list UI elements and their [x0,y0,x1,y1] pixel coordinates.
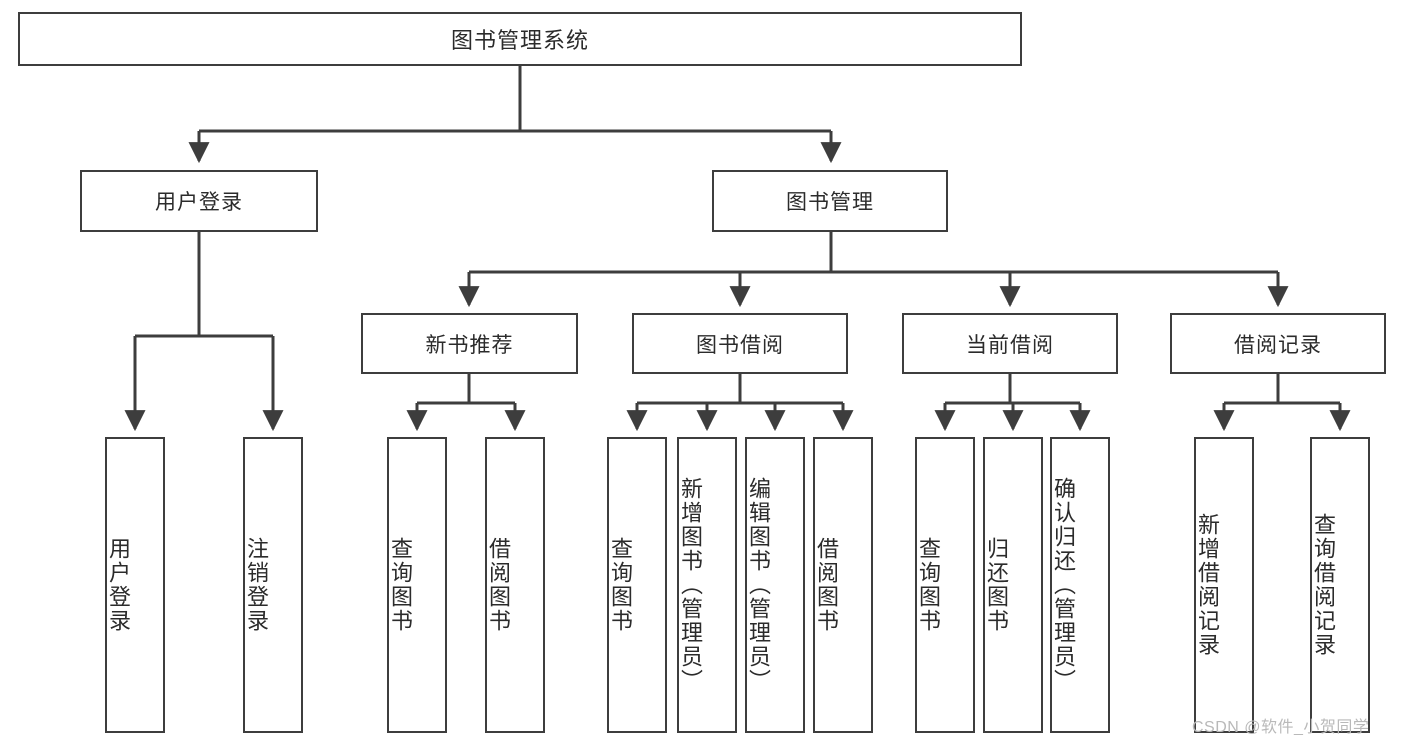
leaf-query-book-current[interactable]: 查询图书 [915,437,975,733]
node-book-borrow-label: 图书借阅 [696,333,784,357]
node-book-borrow[interactable]: 图书借阅 [632,313,848,374]
node-book-management-label: 图书管理 [786,191,874,214]
node-current-borrow[interactable]: 当前借阅 [902,313,1118,374]
leaf-borrow-book-recommend[interactable]: 借阅图书 [485,437,545,733]
node-borrow-records[interactable]: 借阅记录 [1170,313,1386,374]
leaf-borrow-book-recommend-label: 借阅图书 [486,537,511,633]
leaf-return-book[interactable]: 归还图书 [983,437,1043,733]
leaf-return-book-label: 归还图书 [984,537,1009,633]
node-user-login[interactable]: 用户登录 [80,170,318,232]
leaf-add-borrow-record-label: 新增借阅记录 [1195,513,1220,657]
leaf-edit-book-label: 编辑图书（管理员） [746,477,771,693]
leaf-add-book[interactable]: 新增图书（管理员） [677,437,737,733]
node-root-system[interactable]: 图书管理系统 [18,12,1022,66]
node-new-book-recommend[interactable]: 新书推荐 [361,313,578,374]
csdn-watermark: CSDN @软件_小贺同学 [1192,719,1370,736]
node-current-borrow-label: 当前借阅 [966,333,1054,357]
leaf-logout[interactable]: 注销登录 [243,437,303,733]
node-root-label: 图书管理系统 [450,28,589,53]
leaf-query-book-current-label: 查询图书 [916,537,941,633]
node-borrow-records-label: 借阅记录 [1234,333,1322,357]
leaf-user-login-label: 用户登录 [106,537,131,633]
node-book-management[interactable]: 图书管理 [712,170,948,232]
leaf-add-book-label: 新增图书（管理员） [678,477,703,693]
leaf-confirm-return[interactable]: 确认归还（管理员） [1050,437,1110,733]
leaf-query-book-borrow-label: 查询图书 [608,537,633,633]
leaf-borrow-book-label: 借阅图书 [814,537,839,633]
leaf-borrow-book[interactable]: 借阅图书 [813,437,873,733]
leaf-query-borrow-record-label: 查询借阅记录 [1311,513,1336,657]
leaf-logout-label: 注销登录 [244,537,269,633]
leaf-add-borrow-record[interactable]: 新增借阅记录 [1194,437,1254,733]
leaf-query-book-recommend[interactable]: 查询图书 [387,437,447,733]
leaf-confirm-return-label: 确认归还（管理员） [1051,477,1076,693]
leaf-edit-book[interactable]: 编辑图书（管理员） [745,437,805,733]
leaf-query-book-recommend-label: 查询图书 [388,537,413,633]
leaf-user-login[interactable]: 用户登录 [105,437,165,733]
node-user-login-label: 用户登录 [155,191,243,214]
leaf-query-book-borrow[interactable]: 查询图书 [607,437,667,733]
leaf-query-borrow-record[interactable]: 查询借阅记录 [1310,437,1370,733]
node-new-book-recommend-label: 新书推荐 [425,333,514,357]
